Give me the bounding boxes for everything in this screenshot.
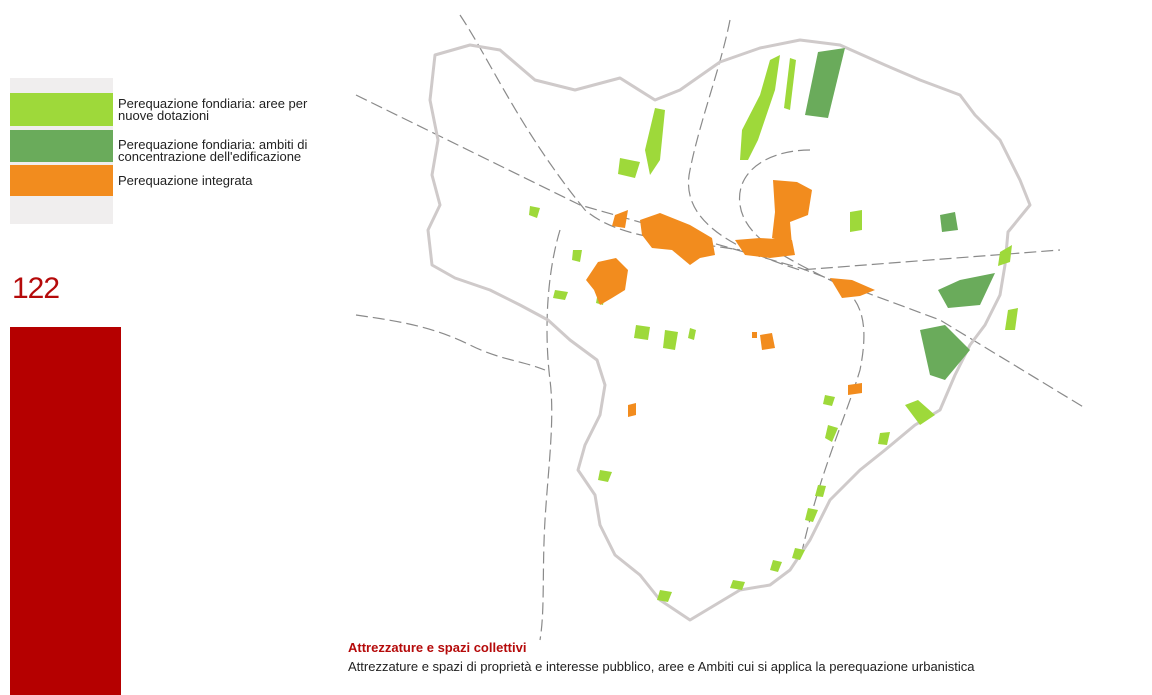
legend-label-ambiti-concentrazione: Perequazione fondiaria: ambiti di concen… (118, 137, 308, 164)
areas-ambiti-concentrazione (805, 48, 995, 380)
legend-label-aree-dotazioni: Perequazione fondiaria: aree per nuove d… (118, 96, 308, 123)
page-number: 122 (12, 272, 60, 305)
caption-text: Attrezzature e spazi di proprietà e inte… (348, 659, 975, 674)
red-side-bar (10, 327, 121, 695)
legend-swatch-orange (10, 165, 113, 196)
legend-swatch-light-green (10, 93, 113, 126)
legend-label-perequazione-integrata: Perequazione integrata (118, 173, 253, 188)
municipal-boundary (426, 38, 1032, 622)
areas-perequazione-integrata (586, 180, 875, 417)
areas-nuove-dotazioni (529, 55, 1018, 602)
legend-swatch-dark-green (10, 130, 113, 162)
railway-lines (355, 14, 1086, 641)
caption-title: Attrezzature e spazi collettivi (348, 640, 527, 655)
